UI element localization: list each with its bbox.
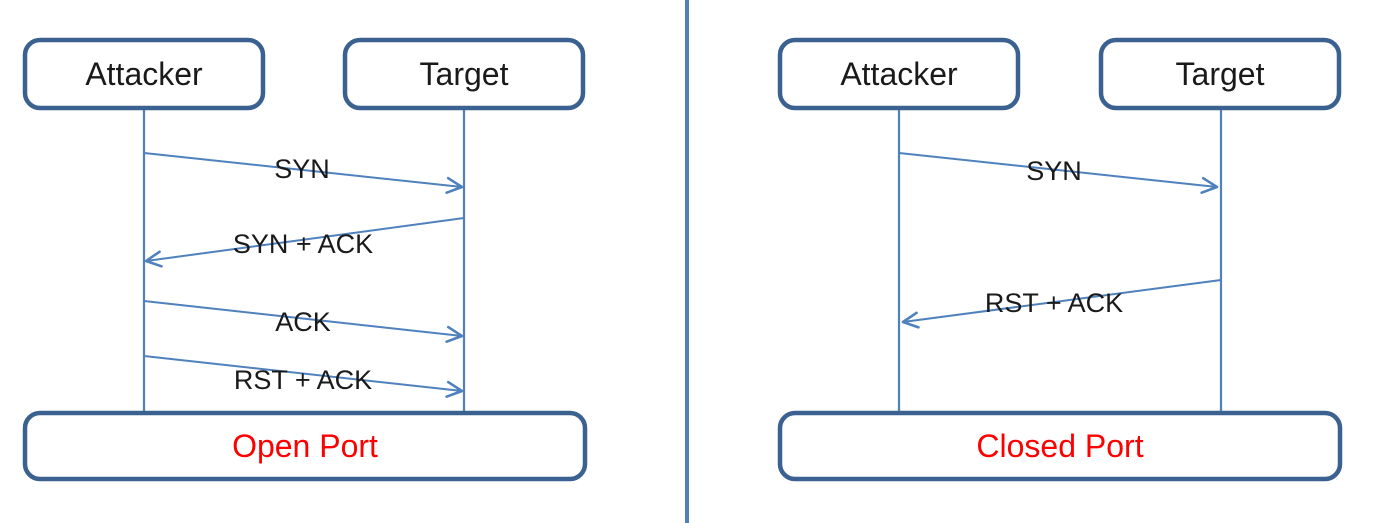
message-label-rst-ack: RST + ACK [234,365,372,395]
attacker-label: Attacker [840,56,958,92]
target-label: Target [420,56,509,92]
attacker-label: Attacker [85,56,203,92]
attacker-box [777,37,1021,111]
attacker-box [22,37,266,111]
message-arrow-syn-ack [144,217,465,268]
message-label-syn: SYN [274,154,330,184]
message-arrow-syn [898,152,1219,195]
closed-port-diagram: Attacker Target SYN RST + ACK Closed Por… [777,37,1343,482]
message-arrow-rst-ack [143,355,464,398]
message-label-syn: SYN [1026,156,1082,186]
open-port-diagram: Attacker Target SYN SYN + ACK ACK RST + … [22,37,588,482]
target-box [342,37,586,111]
closed-port-result-label: Closed Port [976,428,1143,464]
open-port-result-box [22,410,588,482]
target-box [1098,37,1342,111]
message-label-rst-ack: RST + ACK [985,288,1123,318]
open-port-result-label: Open Port [232,428,378,464]
target-label: Target [1176,56,1265,92]
message-arrow-rst-ack [901,279,1222,329]
message-arrow-ack [143,300,464,343]
closed-port-result-box [777,410,1343,482]
message-label-syn-ack: SYN + ACK [233,229,373,259]
message-arrow-syn [143,152,464,195]
message-label-ack: ACK [275,307,331,337]
